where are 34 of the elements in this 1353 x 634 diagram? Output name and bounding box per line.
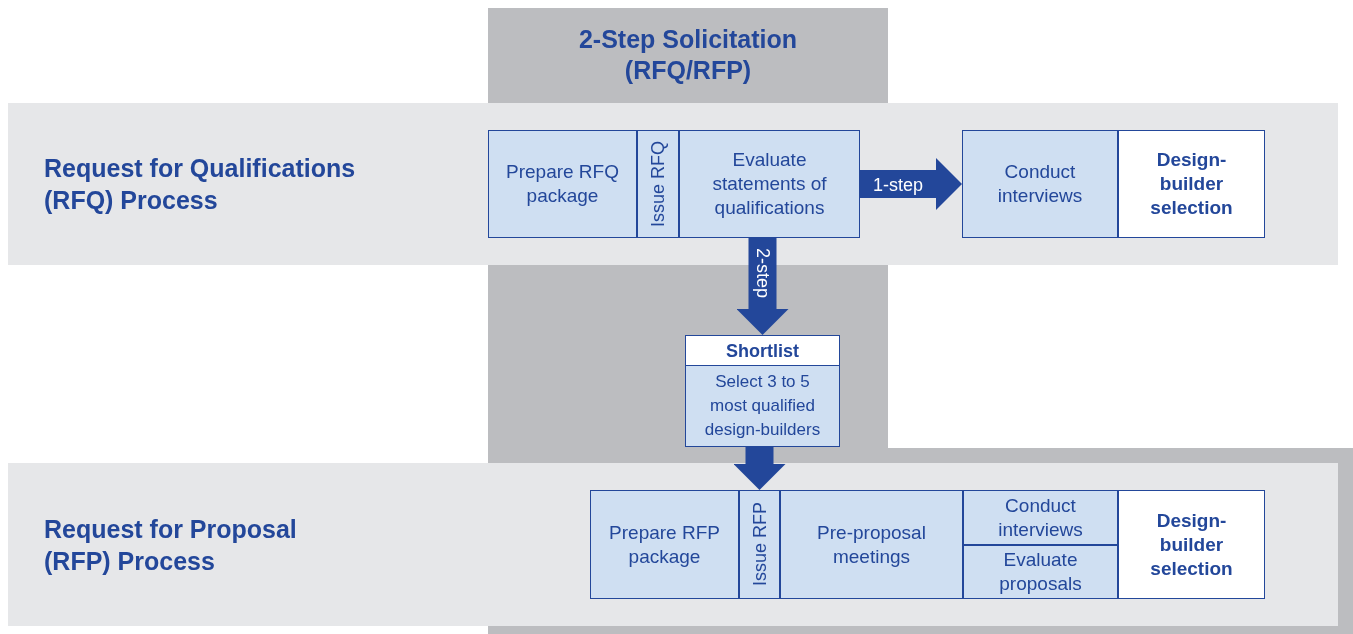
band-title: Request for Qualifications (RFQ) Process <box>44 153 357 216</box>
process-box <box>590 490 739 599</box>
process-box <box>488 130 637 238</box>
shortlist-header: Shortlist <box>686 336 839 366</box>
edge-label: 2-step <box>753 248 773 299</box>
arrow <box>733 447 786 490</box>
band-title: Request for Proposal (RFP) Process <box>44 513 298 577</box>
process-box <box>739 490 780 599</box>
shortlist-box <box>685 335 840 447</box>
process-band <box>8 463 1338 626</box>
step-text: Design-builder selection <box>1149 508 1234 581</box>
arrow <box>736 238 789 335</box>
result-box <box>1118 130 1265 238</box>
process-box <box>963 490 1118 545</box>
step-text: Prepare RFP package <box>608 520 721 569</box>
process-box <box>679 130 860 238</box>
step-text: Pre-proposal meetings <box>816 520 927 569</box>
result-box <box>1118 490 1265 599</box>
process-box <box>962 130 1118 238</box>
step-text: Design-builder selection <box>1149 148 1234 220</box>
step-text: Issue RFP <box>748 502 771 587</box>
step-text: Conduct interviews <box>997 493 1084 542</box>
step-text: Conduct interviews <box>996 160 1084 208</box>
edge-label: 1-step <box>873 174 923 195</box>
process-box <box>963 545 1118 599</box>
process-box <box>780 490 963 599</box>
step-text: Evaluate statements of qualifications <box>711 148 828 220</box>
process-box <box>637 130 679 238</box>
step-text: Issue RFQ <box>647 141 669 227</box>
step-text: Prepare RFQ package <box>505 160 620 208</box>
step-text: Select 3 to 5 most qualified design-builders <box>703 371 822 441</box>
arrow <box>860 158 962 210</box>
panel-title: 2-Step Solicitation (RFQ/RFP) <box>577 24 799 86</box>
step-text: Evaluate proposals <box>998 548 1083 596</box>
